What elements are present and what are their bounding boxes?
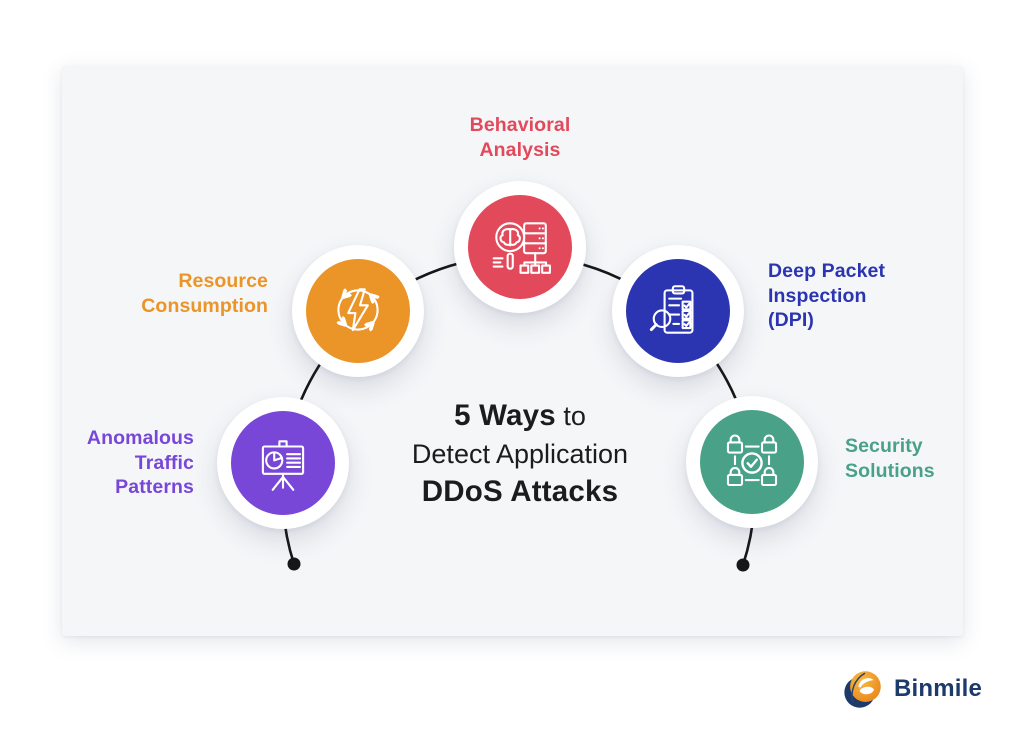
node-circle-anomalous-traffic-patterns — [231, 411, 335, 515]
label-security-solutions: Security Solutions — [845, 434, 995, 483]
title-line-2: Detect Application — [411, 439, 629, 469]
title-line-3: DDoS Attacks — [421, 475, 619, 508]
label-anomalous-traffic-patterns: Anomalous Traffic Patterns — [50, 426, 194, 500]
node-security-solutions — [686, 396, 818, 528]
label-line: Behavioral — [469, 114, 571, 136]
label-resource-consumption: Resource Consumption — [92, 269, 268, 318]
label-line: Anomalous — [86, 427, 194, 449]
binmile-logo: Binmile — [841, 666, 982, 712]
node-circle-resource-consumption — [306, 259, 410, 363]
title-line-1: 5 Ways to — [350, 397, 690, 435]
label-line: Patterns — [115, 476, 194, 498]
label-line: Traffic — [134, 451, 194, 474]
label-line: Inspection — [768, 284, 867, 307]
label-behavioral-analysis: Behavioral Analysis — [370, 113, 670, 162]
label-line: Consumption — [141, 294, 268, 317]
label-line: (DPI) — [768, 309, 814, 331]
node-behavioral-analysis — [454, 181, 586, 313]
node-circle-deep-packet-inspection — [626, 259, 730, 363]
node-circle-security-solutions — [700, 410, 804, 514]
clipboard-magnifier-icon — [645, 278, 711, 344]
binmile-logo-text: Binmile — [894, 675, 983, 702]
brain-magnifier-server-icon — [487, 214, 553, 280]
presentation-piechart-icon — [250, 430, 316, 496]
label-line: Deep Packet — [768, 260, 886, 282]
node-circle-behavioral-analysis — [468, 195, 572, 299]
label-deep-packet-inspection: Deep Packet Inspection (DPI) — [768, 259, 958, 333]
node-deep-packet-inspection — [612, 245, 744, 377]
page-title: 5 Ways to Detect Application DDoS Attack… — [350, 397, 690, 511]
node-resource-consumption — [292, 245, 424, 377]
label-line: Solutions — [845, 459, 935, 482]
label-line: Analysis — [479, 138, 561, 161]
energy-cycle-icon — [325, 278, 391, 344]
title-regular: to — [555, 401, 586, 431]
label-line: Resource — [178, 270, 268, 292]
label-line: Security — [845, 435, 923, 457]
title-emphasis: 5 Ways — [454, 399, 556, 432]
locked-network-icon — [719, 429, 785, 495]
node-anomalous-traffic-patterns — [217, 397, 349, 529]
binmile-logo-icon — [844, 671, 881, 708]
